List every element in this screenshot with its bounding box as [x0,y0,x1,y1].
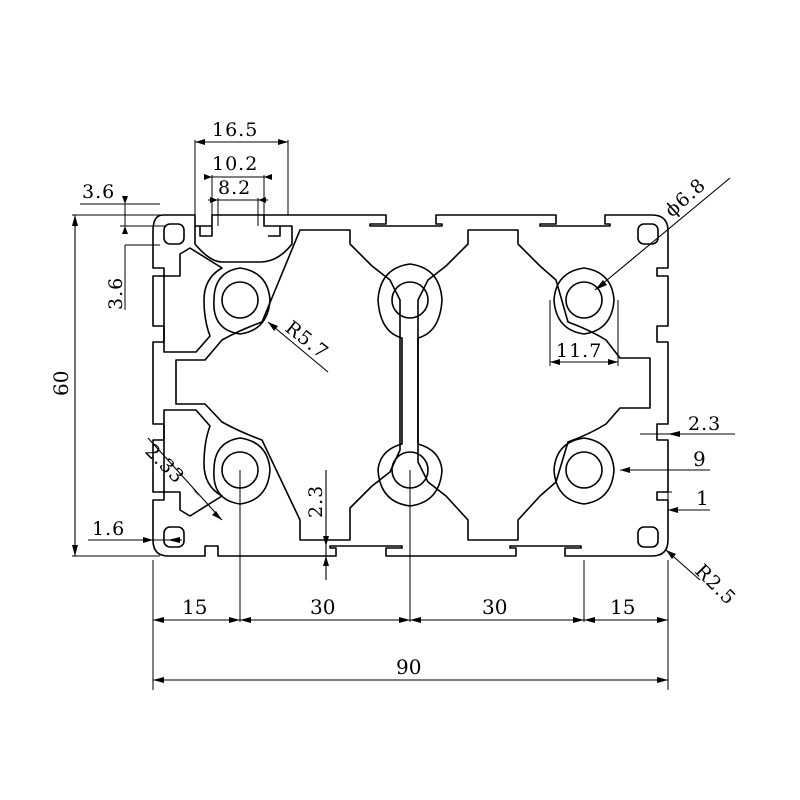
dim-pitch-mid-a: 30 [310,595,335,619]
chamber-left-bottom [163,409,223,517]
dim-corner-radius: R2.5 [690,560,740,610]
void-right [417,229,651,541]
dim-lip-right: 1 [696,486,709,510]
bore-6 [565,451,603,489]
outer-contour [152,214,669,557]
corner-pocket-tl [163,223,185,245]
dim-lip-top-a: 3.6 [82,181,115,203]
dim-pitch-right: 15 [610,595,635,619]
slot-top-left-cavity [194,225,293,263]
dim-slot-opening: 8.2 [218,177,251,199]
boss-ring-3 [553,267,615,335]
dimensions: 16.5 10.2 8.2 3.6 3.6 60 [49,119,740,690]
dim-wall-thickness-right: 2.3 [688,413,721,435]
dim-height-total: 60 [49,371,73,396]
dim-pitch-left: 15 [182,595,207,619]
bore-2 [391,281,429,319]
boss-ring-1 [213,267,271,335]
dim-wall-left: 1.6 [92,518,125,540]
boss-ring-center [377,263,443,507]
corner-pocket-bl [163,526,185,548]
dim-slot-depth-right: 9 [693,447,706,471]
boss-ring-4 [213,437,271,505]
dim-width-total: 90 [396,655,421,679]
boss-ring-6 [553,437,615,505]
void-left [175,229,401,541]
corner-pocket-tr [637,223,659,245]
dim-slot-outer-width: 16.5 [212,119,258,141]
dim-slot-inner-width: 10.2 [212,153,258,175]
profile-outline [152,214,669,557]
bore-3 [565,281,603,319]
dim-rib-radius: R5.7 [281,317,333,364]
chamber-left-top [163,247,223,353]
dim-pitch-mid-b: 30 [482,595,507,619]
dim-boss-width: 11.7 [556,340,602,362]
dim-lip-top-b: 3.6 [105,277,127,310]
bore-1 [221,281,259,319]
dim-web-thickness-bottom: 2.3 [305,485,327,518]
corner-pocket-br [637,526,659,548]
